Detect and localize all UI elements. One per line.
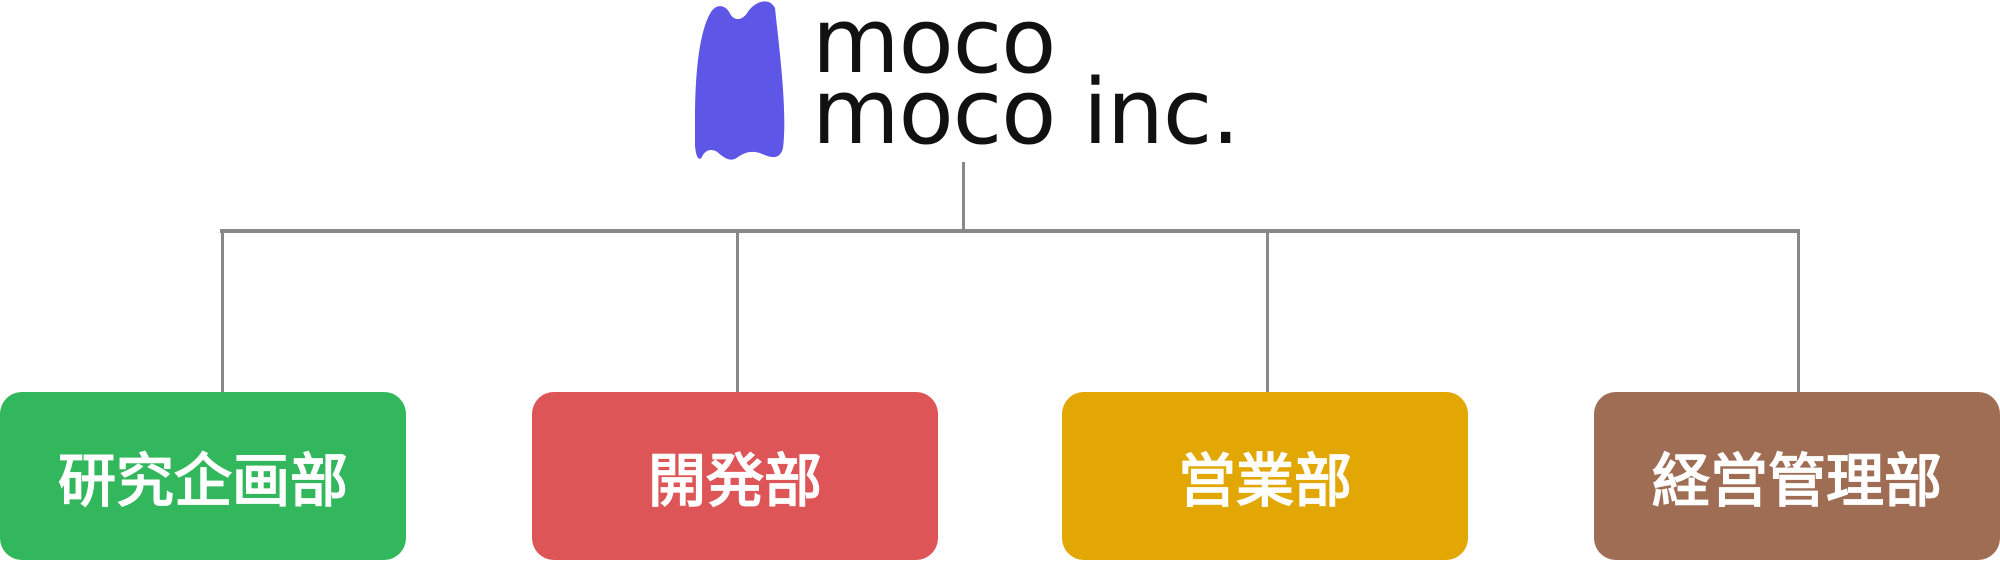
connector-dept-2 xyxy=(736,231,739,392)
dept-sales[interactable]: 営業部 xyxy=(1062,392,1468,560)
company-name: moco moco inc. xyxy=(812,0,1240,158)
dept-label: 研究企画部 xyxy=(57,447,348,515)
connector-dept-4 xyxy=(1797,231,1800,392)
company-name-line2: moco inc. xyxy=(812,60,1240,165)
dept-label: 経営管理部 xyxy=(1651,447,1942,515)
dept-label: 開発部 xyxy=(647,447,822,515)
dept-label: 営業部 xyxy=(1177,447,1352,515)
connector-dept-3 xyxy=(1266,231,1269,392)
dept-research-planning[interactable]: 研究企画部 xyxy=(0,392,406,560)
dept-development[interactable]: 開発部 xyxy=(532,392,938,560)
dept-management[interactable]: 経営管理部 xyxy=(1594,392,2000,560)
logo-blob-icon xyxy=(695,1,785,160)
connector-dept-1 xyxy=(221,231,224,392)
connector-horizontal xyxy=(220,229,1800,233)
connector-root xyxy=(962,162,965,232)
company-name-line1: moco xyxy=(812,0,1056,94)
